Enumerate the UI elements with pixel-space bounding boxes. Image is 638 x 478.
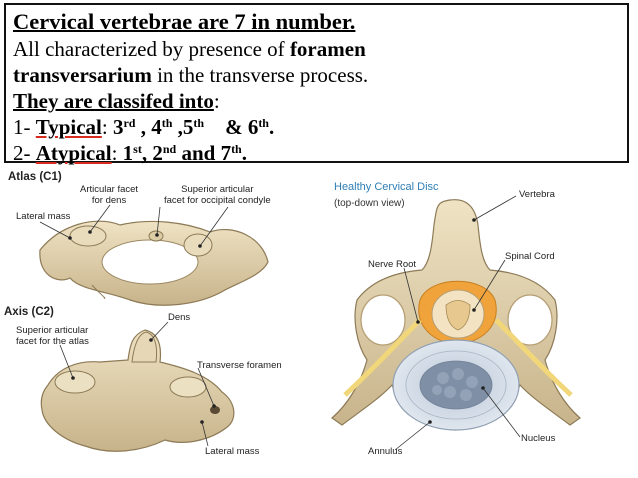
- line3-text: in the transverse process.: [151, 63, 369, 87]
- box-line-characterized: All characterized by presence of foramen: [13, 36, 627, 62]
- axis-heading: Axis (C2): [4, 306, 54, 318]
- line2-bold: foramen: [289, 37, 366, 61]
- disc-title: Healthy Cervical Disc: [334, 181, 439, 193]
- atypical-colon: :: [111, 141, 123, 165]
- label-spinal-cord: Spinal Cord: [505, 251, 555, 262]
- atypical-word: Atypical: [35, 141, 112, 165]
- label-articular-facet: Articular facet for dens: [80, 184, 139, 206]
- atypical-list: 1st, 2nd and 7th.: [122, 141, 247, 165]
- atlas-c1-illustration: [39, 204, 269, 306]
- disc-subtitle: (top-down view): [334, 198, 405, 209]
- definition-box: Cervical vertebrae are 7 in number. All …: [4, 3, 629, 166]
- label-vertebra: Vertebra: [519, 189, 555, 200]
- classified-colon: :: [213, 89, 220, 113]
- line2-text: All characterized by presence of: [13, 37, 290, 61]
- box-line-classified: They are classifed into:: [13, 88, 627, 114]
- label-annulus: Annulus: [368, 446, 403, 457]
- label-superior-facet-occipital: Superior articular facet for occipital c…: [164, 184, 271, 206]
- typical-list: 3rd , 4th ,5th & 6th.: [112, 115, 275, 139]
- typical-word: Typical: [35, 115, 102, 139]
- box-title: Cervical vertebrae are 7 in number.: [13, 9, 356, 34]
- label-nerve-root: Nerve Root: [368, 259, 417, 270]
- cervical-disc-illustration: [331, 195, 581, 451]
- box-line-typical: 1- Typical: 3rd , 4th ,5th & 6th.: [13, 114, 627, 140]
- box-line-atypical: 2- Atypical: 1st, 2nd and 7th.: [13, 140, 627, 166]
- axis-c2-illustration: [40, 321, 235, 452]
- classified-heading: They are classifed into: [13, 89, 214, 113]
- atlas-heading: Atlas (C1): [8, 171, 62, 183]
- atypical-number: 2-: [13, 141, 36, 165]
- label-nucleus: Nucleus: [521, 433, 556, 444]
- label-transverse-foramen: Transverse foramen: [197, 360, 282, 371]
- typical-number: 1-: [13, 115, 36, 139]
- line3-bold: transversarium: [13, 63, 152, 87]
- label-dens: Dens: [168, 312, 191, 323]
- label-lateral-mass-atlas: Lateral mass: [16, 211, 71, 222]
- label-superior-facet-atlas: Superior articular facet for the atlas: [16, 325, 89, 347]
- box-line-transverse: transversarium in the transverse process…: [13, 62, 627, 88]
- label-lateral-mass-axis: Lateral mass: [205, 446, 260, 457]
- typical-colon: :: [101, 115, 113, 139]
